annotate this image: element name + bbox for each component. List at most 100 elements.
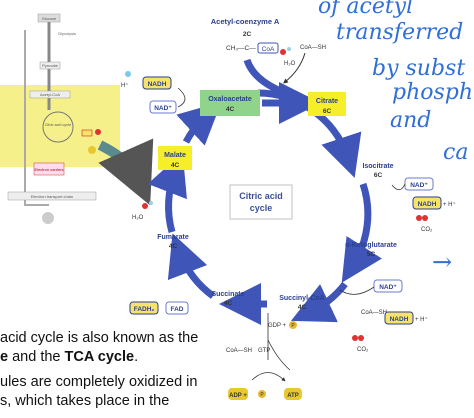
coa-label: CoA [262,46,275,53]
acetyl-water: H₂O [284,61,296,67]
cycle-ring [147,58,382,325]
co2-ketoglutarate: CO₂ [357,347,369,353]
acetyl-box [29,90,71,99]
nad-ketoglutarate: NAD⁺ [379,284,397,291]
phosphate-adp: P [260,392,264,398]
overview-nadh [81,129,93,137]
electron-carriers-label: Electron carriers [34,167,63,172]
fad-box [165,301,189,315]
nad-box-malate [149,100,177,114]
succinyl-coa-label: Succinyl-CoA [279,295,325,302]
succinate-label: Succinate [211,291,244,298]
arrow-acetyl-entry [243,58,301,102]
overview-cycle-circle [42,111,74,143]
pyruvate-box [39,61,61,70]
electron-carriers-box [33,162,65,176]
ketoglutarate-side-arrow [339,286,375,295]
oxaloacetate-box [200,90,260,116]
overview-atp [88,146,96,154]
phosphate-icon-gdp [289,321,297,329]
ketoglutarate-label: α-Ketoglutarate [345,242,397,249]
nadh-malate: NADH [148,81,167,88]
co2-icon-isocitrate-b [422,215,428,221]
arrow-succinate-fumarate [167,233,216,299]
acetyl-2c: 2C [243,31,252,38]
isocitrate-side-arrow [391,183,406,191]
fumarate-label: Fumarate [157,234,189,241]
handwritten-line4: phosph [392,80,474,105]
h-plus-isocitrate: + H⁺ [443,201,456,208]
paragraph-line2: e and the TCA cycle. [0,349,138,365]
nadh-box-ketoglutarate [384,311,414,325]
coa-release-arrow [283,52,306,84]
arrow-ketoglutarate-succinyl [290,281,348,323]
ketoglutarate-carbons: 5C [367,251,376,258]
gdp-label: GDP + [268,323,287,329]
overview-inset: Glucose Glycolysis Pyruvate Acetyl-CoA C… [0,13,154,224]
pyruvate-label: Pyruvate [42,63,59,68]
malate-label: Malate [164,152,186,159]
fumarate-carbons: 4C [169,243,178,250]
adp-atp-arrow [251,372,286,382]
center-label-box [229,184,293,220]
water-h-icon-fumarate [149,201,153,205]
acetyl-overview-label: Acetyl-CoA [40,92,60,97]
malate-side-arrow [177,87,186,108]
paragraph-bold-a: e [0,349,9,365]
nad-box-ketoglutarate [373,279,403,293]
handwritten-arrow: → [432,248,453,276]
co2-icon-ketoglutarate-b [358,335,364,341]
water-fumarate: H₂O [132,215,144,221]
handwritten-line6: ca [443,140,469,165]
phosphate-gdp: P [291,323,295,329]
oxaloacetate-label: Oxaloacetate [208,96,252,103]
atp-box [284,388,302,400]
etc-box [7,191,97,201]
citrate-carbons: 6C [323,108,332,115]
glycolysis-label: Glycolysis [58,31,76,36]
paragraph-line1: acid cycle is also known as the [0,330,199,346]
fadh2-box [129,301,159,315]
overview-co2 [95,129,101,135]
nad-isocitrate: NAD⁺ [410,182,428,189]
succinyl-coa-carbons: 4C [298,304,307,311]
paragraph-end: . [134,349,139,365]
citrate-label: Citrate [316,98,338,105]
citrate-box [308,92,346,116]
nadh-box-malate [142,76,172,90]
nadh-ketoglutarate: NADH [390,316,409,323]
inset-pointer-arrow [97,138,154,206]
coa-sh-succinyl: CoA—SH [226,348,252,354]
co2-isocitrate: CO₂ [421,227,433,233]
coa-box [257,42,279,54]
succinate-carbons: 4C [224,300,233,307]
adp-label: ADP + [229,393,247,399]
fadh2-label: FADH₂ [134,306,155,313]
h-plus-malate: H⁺ [121,82,129,89]
fad-label: FAD [171,306,184,313]
handwritten-line3: by subst [372,56,466,81]
h-plus-ketoglutarate: + H⁺ [415,316,428,323]
paragraph-bold-tca: TCA cycle [64,349,135,365]
nad-malate: NAD⁺ [154,105,172,112]
center-label-line2: cycle [250,203,273,213]
coa-sh-ketoglutarate: CoA—SH [361,310,387,316]
isocitrate-label: Isocitrate [362,163,393,170]
handwritten-line2: transferred [336,20,464,45]
overview-side-path [24,30,49,206]
water-molecule-icon [280,49,286,55]
atp-label: ATP [287,393,299,399]
co2-icon-ketoglutarate-a [352,335,358,341]
co2-icon-isocitrate-a [416,215,422,221]
arrow-isocitrate-ketoglutarate [341,182,382,283]
oxaloacetate-carbons: 4C [226,106,235,113]
arrow-malate-oxaloacetate [176,101,222,146]
arrow-fumarate-malate [147,152,187,233]
adp-box [228,388,248,400]
acetyl-coa-title: Acetyl-coenzyme A [211,17,280,26]
water-h-icon [287,47,291,51]
nadh-box-isocitrate [412,196,442,210]
overview-cycle-label: Citric acid cycle [45,123,71,127]
